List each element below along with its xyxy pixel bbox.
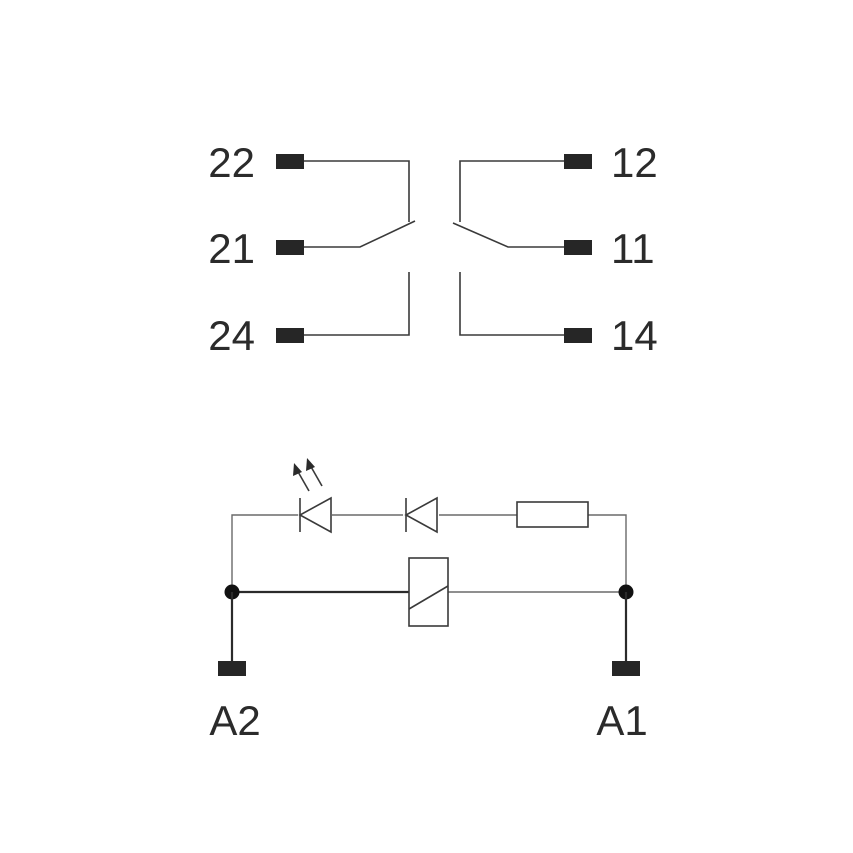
label-14: 14 [611,312,658,359]
terminal-12 [564,154,592,169]
label-21: 21 [208,225,255,272]
label-a2: A2 [209,697,260,744]
label-12: 12 [611,139,658,186]
contact-group-right: 12 11 14 [452,139,658,359]
diode-icon [403,496,439,534]
terminal-24 [276,328,304,343]
label-a1: A1 [596,697,647,744]
resistor-icon [516,501,589,528]
label-24: 24 [208,312,255,359]
label-22: 22 [208,139,255,186]
led-diode-icon [298,496,332,534]
contact-blade-11 [452,222,564,248]
terminal-11 [564,240,592,255]
terminal-22 [276,154,304,169]
wire-12 [459,160,564,222]
contact-blade-21 [304,220,416,248]
terminal-a1 [612,661,640,676]
contact-group-left: 22 21 24 [208,139,416,359]
coil-circuit: A2 A1 [209,458,648,744]
light-emission-arrows-icon [293,458,323,492]
terminal-21 [276,240,304,255]
terminal-a2 [218,661,246,676]
wire-22 [304,160,410,222]
relay-coil-icon [408,557,449,627]
wire-14 [459,272,564,336]
terminal-14 [564,328,592,343]
wire-24 [304,272,410,336]
label-11: 11 [611,225,655,272]
